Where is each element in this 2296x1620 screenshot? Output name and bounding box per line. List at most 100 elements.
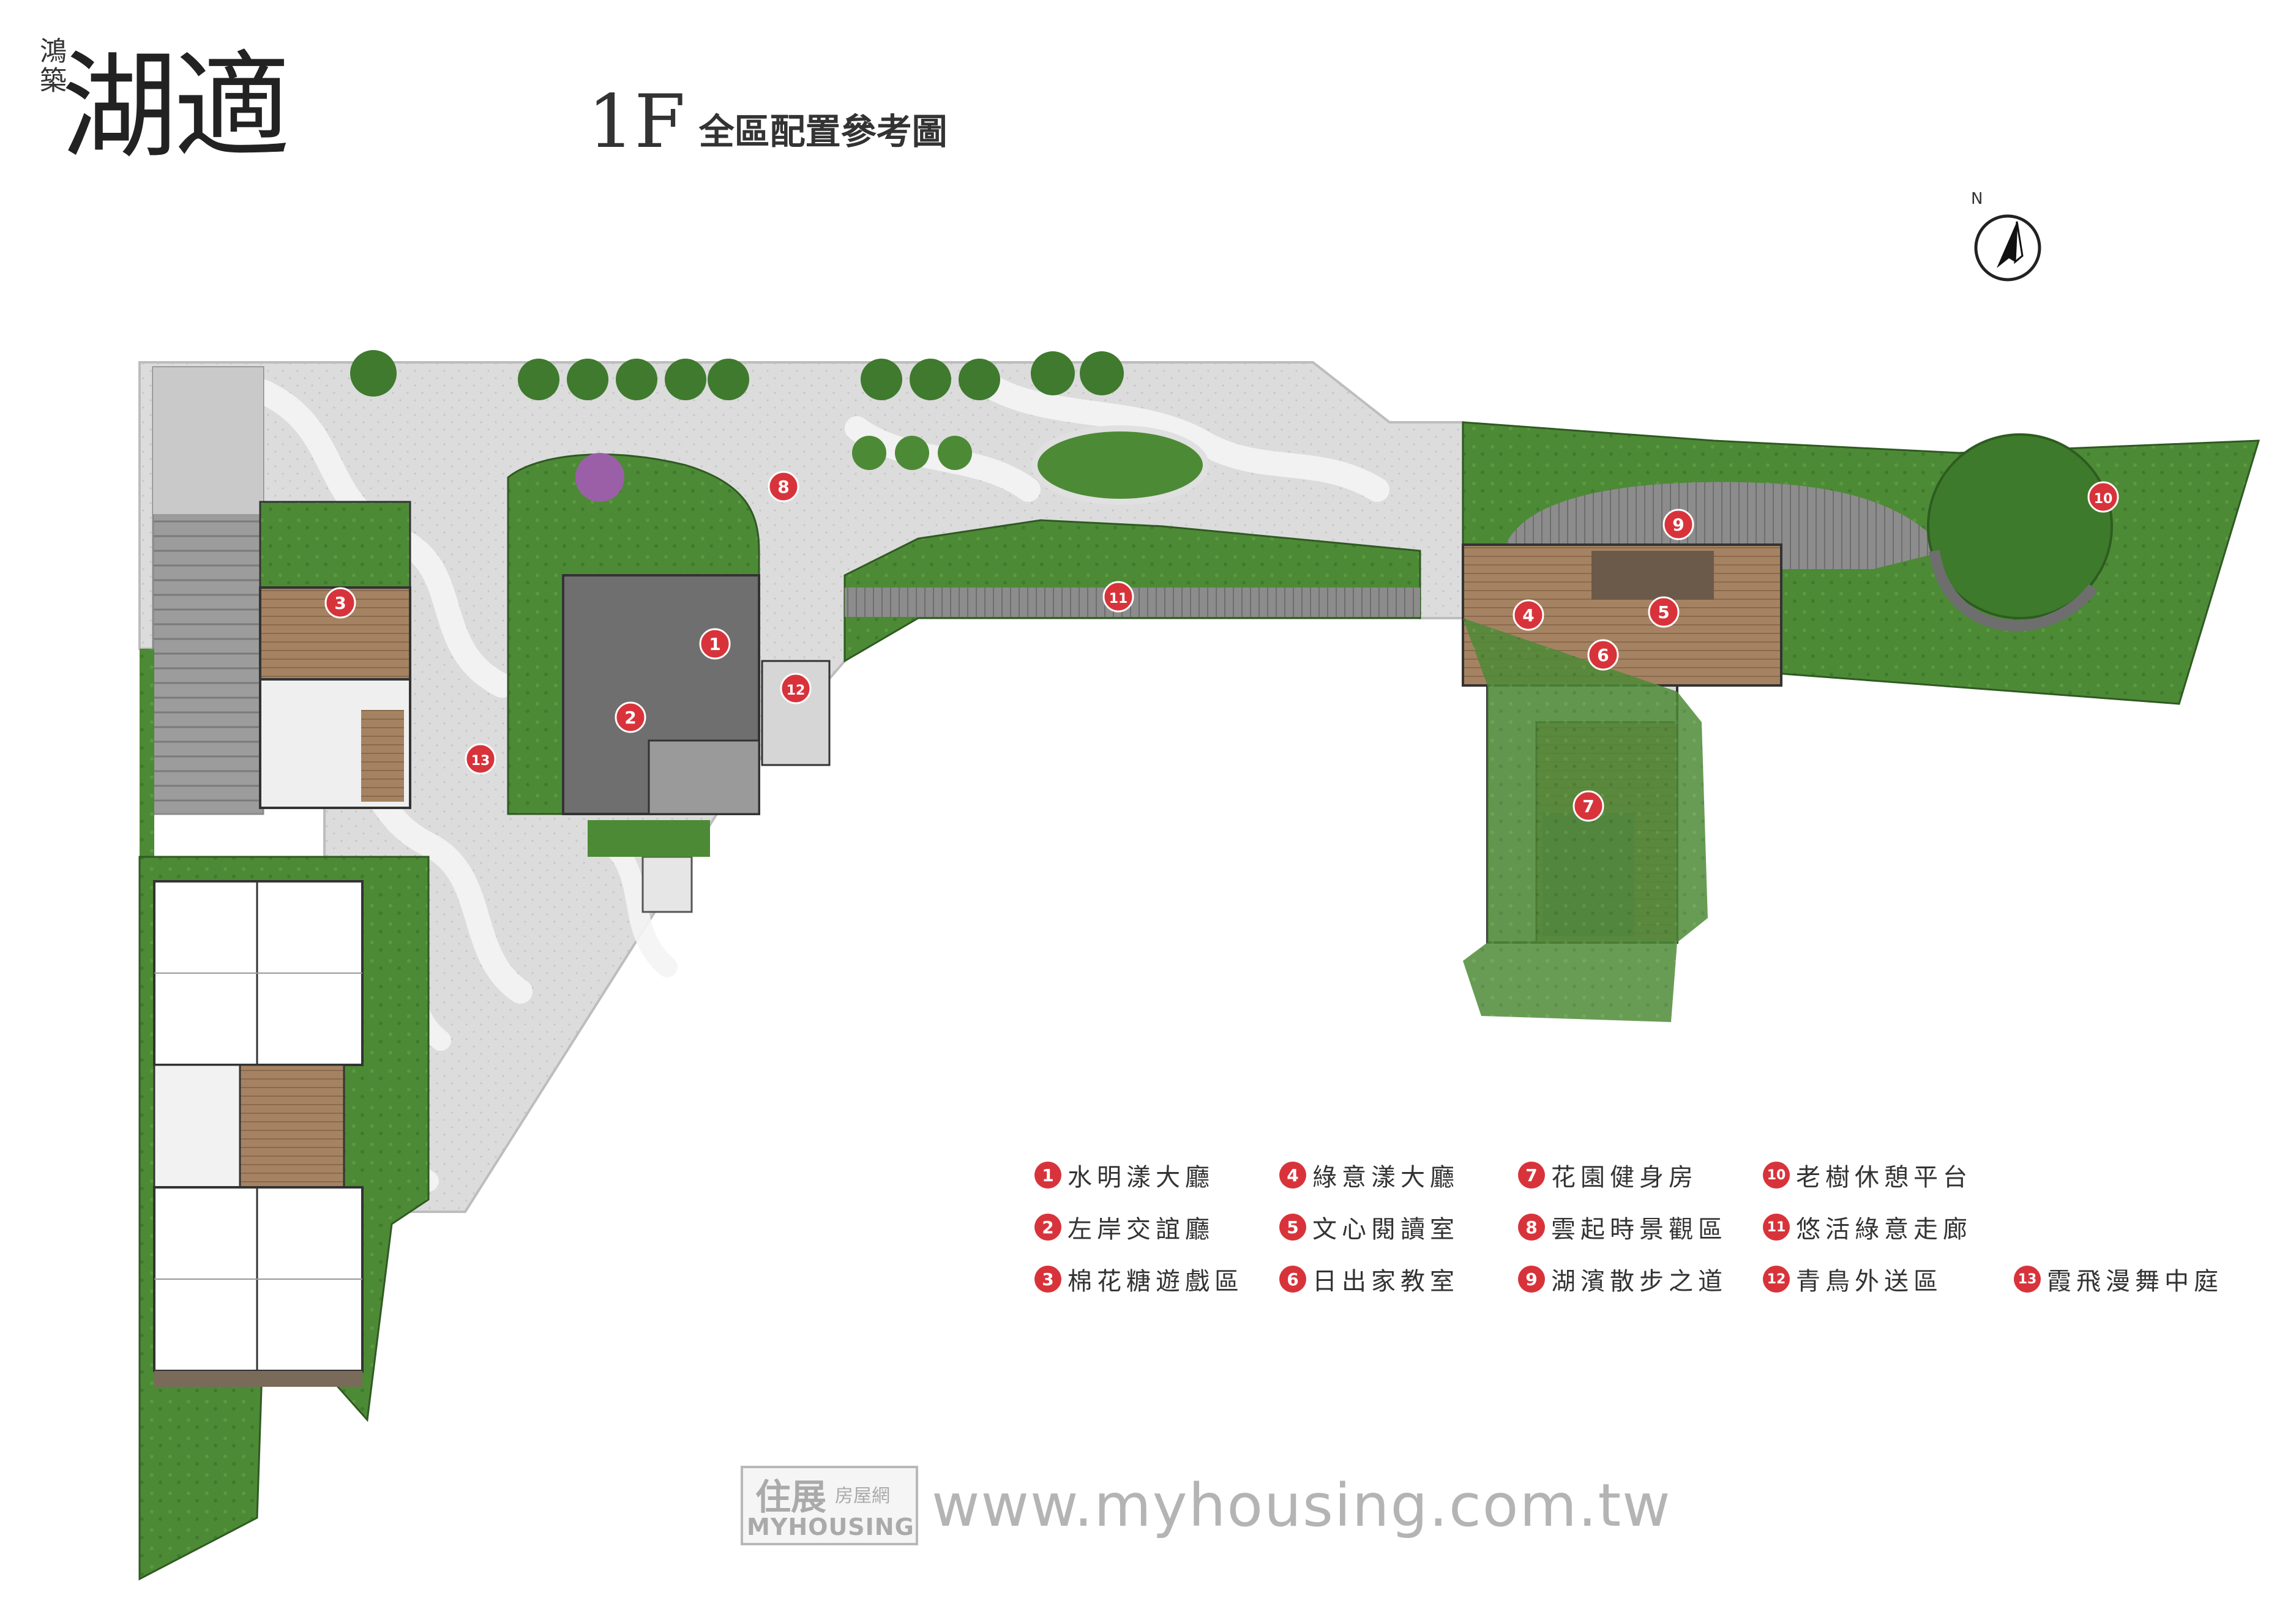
marker-number: 9 [1672,515,1684,535]
legend-label: 水明漾大廳 [1068,1163,1214,1192]
legend-item-3: 3 棉花糖遊戲區 [1034,1261,1244,1297]
watermark-logo-cn: 住展 [755,1476,827,1518]
legend-label: 文心閱讀室 [1312,1215,1459,1244]
marker-dot [615,701,646,733]
legend-badge: 7 [1518,1162,1545,1189]
marker-number: 1 [709,634,720,654]
marker-number: 7 [1582,796,1594,816]
legend-badge: 5 [1279,1214,1306,1241]
marker-dot [1662,509,1694,540]
marker-dot [324,587,356,619]
legend-label: 棉花糖遊戲區 [1068,1267,1244,1296]
facility-marker-12: 12 [780,673,812,704]
floor-label: 1F [588,80,686,165]
watermark-url: www.myhousing.com.tw [932,1471,1672,1540]
legend-label: 悠活綠意走廊 [1796,1215,1972,1244]
legend-label: 霞飛漫舞中庭 [2047,1267,2223,1296]
legend-badge: 8 [1518,1214,1545,1241]
watermark: 住展 房屋網 MYHOUSING www.myhousing.com.tw [741,1463,1672,1548]
compass-icon [1974,214,2041,282]
legend-label: 雲起時景觀區 [1551,1215,1727,1244]
residential-tower-lower [153,1186,364,1387]
marker-number: 8 [777,477,789,497]
marker-number: 3 [334,593,346,613]
legend-label: 左岸交誼廳 [1068,1215,1214,1244]
legend-badge: 1 [1034,1162,1061,1189]
residential-tower-upper [153,880,364,1189]
marker-dot [768,471,799,502]
legend-label: 花園健身房 [1551,1163,1698,1192]
facility-marker-1: 1 [699,628,731,660]
legend-badge: 3 [1034,1266,1061,1293]
facility-marker-2: 2 [615,701,646,733]
legend-label: 老樹休憩平台 [1796,1163,1972,1192]
marker-number: 5 [1658,602,1669,622]
compass: N [1959,190,2051,294]
marker-number: 10 [2094,491,2113,507]
legend-badge: 4 [1279,1162,1306,1189]
playroom-building [259,501,411,809]
legend-label: 綠意漾大廳 [1312,1163,1459,1192]
legend-badge: 10 [1763,1162,1790,1189]
marker-dot [465,743,496,775]
legend-item-2: 2 左岸交誼廳 [1034,1209,1214,1245]
facility-marker-4: 4 [1513,599,1544,631]
brand-small-text: 鴻築 [35,37,66,95]
legend-item-1: 1 水明漾大廳 [1034,1157,1214,1193]
plaza-stairs [641,856,693,913]
marker-number: 6 [1597,645,1609,665]
marker-number: 2 [624,707,636,728]
legend-badge: 9 [1518,1266,1545,1293]
compass-north-label: N [1971,190,1983,208]
legend-badge: 13 [2014,1266,2041,1293]
facility-marker-5: 5 [1648,596,1680,628]
facility-marker-10: 10 [2087,481,2119,513]
watermark-logo-cn2: 房屋網 [835,1485,890,1507]
legend-badge: 2 [1034,1214,1061,1241]
marker-dot [780,673,812,704]
legend-badge: 6 [1279,1266,1306,1293]
legend-label: 湖濱散步之道 [1551,1267,1727,1296]
facility-marker-13: 13 [465,743,496,775]
south-planter [588,820,710,857]
marker-dot [1513,599,1544,631]
marker-dot [1587,639,1619,671]
facility-marker-8: 8 [768,471,799,502]
brand-logo: 鴻築 湖適 [24,24,312,171]
facility-marker-11: 11 [1102,581,1134,613]
central-lobby-building [507,454,831,815]
legend-label: 青鳥外送區 [1796,1267,1943,1296]
legend-badge: 12 [1763,1266,1790,1293]
watermark-logo: 住展 房屋網 MYHOUSING [741,1466,918,1545]
planting-beds [350,350,1217,577]
facility-marker-7: 7 [1572,790,1604,822]
facility-marker-6: 6 [1587,639,1619,671]
marker-number: 11 [1109,591,1128,607]
facility-marker-3: 3 [324,587,356,619]
legend-label: 日出家教室 [1312,1267,1459,1296]
watermark-logo-en: MYHOUSING [747,1514,914,1540]
tree-platform-ring [1929,550,2098,632]
marker-number: 12 [787,683,806,698]
facility-marker-9: 9 [1662,509,1694,540]
old-tree-canopy [1927,433,2113,619]
plan-subtitle: 全區配置參考圖 [698,111,948,152]
marker-dot [699,628,731,660]
legend-badge: 11 [1763,1214,1790,1241]
marker-dot [2087,481,2119,513]
marker-dot [1648,596,1680,628]
marker-dot [1102,581,1134,613]
